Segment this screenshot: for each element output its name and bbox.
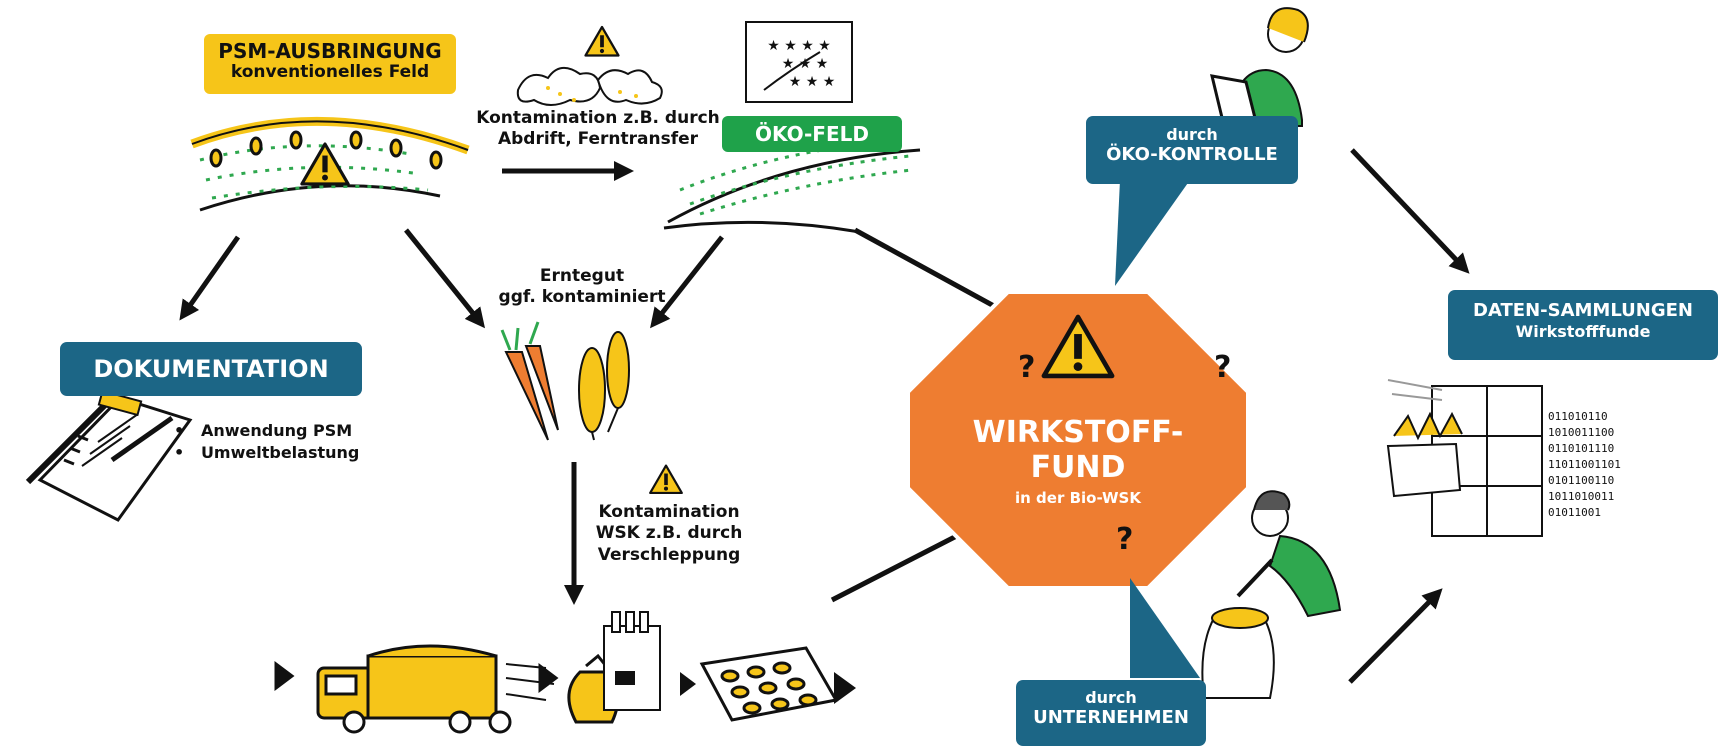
drift-caption: Kontamination z.B. durch Abdrift, Ferntr…	[468, 108, 728, 151]
daten-sammlungen-label: DATEN-SAMMLUNGEN Wirkstofffunde	[1448, 290, 1718, 360]
doc-item-1: Anwendung PSM	[200, 421, 353, 440]
svg-text:1011010011: 1011010011	[1548, 490, 1614, 503]
psm-ausbringung-label: PSM-AUSBRINGUNG konventionelles Feld	[204, 34, 456, 94]
warning-icon	[584, 25, 620, 57]
fund-line-3: in der Bio-WSK	[1015, 489, 1141, 507]
arrows	[179, 148, 1470, 684]
unternehmen-bubble-tail	[1130, 578, 1200, 678]
svg-text:011010110: 011010110	[1548, 410, 1608, 423]
harvest-caption-line-1: Erntegut	[539, 266, 625, 286]
arrow-head-icon	[834, 672, 856, 704]
truck-icon	[274, 644, 559, 734]
arrow-to-documentation	[179, 235, 241, 321]
oeko-kontrolle-line-2: ÖKO-KONTROLLE	[1106, 144, 1278, 166]
svg-text:11011001101: 11011001101	[1548, 458, 1621, 471]
eu-organic-logo: ★ ★ ★ ★ ★ ★ ★ ★ ★ ★	[745, 21, 853, 103]
daten-line-2: Wirkstofffunde	[1515, 321, 1651, 341]
psm-title: PSM-AUSBRINGUNG	[218, 39, 442, 63]
arrow-to-harvest-right	[650, 235, 724, 329]
svg-text:★ ★ ★ ★: ★ ★ ★ ★	[767, 38, 831, 54]
wsk-caption-line-1: Kontamination	[598, 502, 740, 522]
drift-caption-line-2: Abdrift, Ferntransfer	[497, 129, 699, 150]
svg-text:★ ★ ★: ★ ★ ★	[782, 56, 829, 72]
oeko-kontrolle-line-1: durch	[1166, 125, 1218, 144]
arrow-to-harvest-left	[404, 228, 486, 329]
svg-text:1010011100: 1010011100	[1548, 426, 1614, 439]
question-mark: ?	[1116, 522, 1134, 557]
carrot-wheat	[500, 321, 630, 441]
arrow-control-to-data	[1350, 148, 1470, 274]
unternehmen-line-2: UNTERNEHMEN	[1033, 707, 1189, 729]
wsk-caption-line-2: WSK z.B. durch	[595, 523, 743, 544]
svg-text:0110101110: 0110101110	[1548, 442, 1614, 455]
doc-list-item: • Umweltbelastung	[174, 443, 360, 463]
sprayer-field	[190, 116, 470, 212]
unternehmen-line-1: durch	[1085, 688, 1137, 707]
wirkstoff-fund-text: WIRKSTOFF- FUND in der Bio-WSK	[968, 415, 1188, 507]
arrow-field-to-fund	[853, 227, 1024, 322]
wsk-caption-line-3: Verschleppung	[597, 544, 741, 565]
documentation-label: DOKUMENTATION	[60, 342, 362, 396]
inspector-person	[1210, 7, 1309, 132]
svg-text:★ ★ ★: ★ ★ ★	[789, 74, 836, 90]
oeko-feld-label: ÖKO-FELD	[722, 116, 902, 152]
fund-line-1: WIRKSTOFF-	[972, 415, 1184, 450]
svg-text:0101100110: 0101100110	[1548, 474, 1614, 487]
clipboard-icon	[25, 389, 193, 522]
question-mark: ?	[1018, 350, 1036, 385]
drift-caption-line-1: Kontamination z.B. durch	[476, 108, 720, 128]
svg-text:01011001: 01011001	[1548, 506, 1601, 519]
question-mark: ?	[1214, 350, 1232, 385]
oeko-kontrolle-bubble-tail	[1115, 180, 1190, 286]
drift-cloud-icon	[516, 67, 663, 106]
oeko-kontrolle-bubble: durch ÖKO-KONTROLLE	[1086, 116, 1298, 184]
warning-icon	[300, 142, 350, 186]
doc-item-2: Umweltbelastung	[200, 443, 360, 463]
company-person	[1201, 490, 1342, 699]
psm-subtitle: konventionelles Feld	[230, 62, 430, 82]
bread-tray-icon	[699, 646, 839, 722]
data-cabinet-icon: 011010110 1010011100 0110101110 11011001…	[1386, 379, 1621, 537]
documentation-list: • Anwendung PSM • Umweltbelastung	[174, 420, 359, 465]
wsk-caption: Kontamination WSK z.B. durch Verschleppu…	[574, 502, 764, 566]
doc-list-item: • Anwendung PSM	[174, 421, 353, 440]
arrow-company-to-data	[1348, 588, 1443, 684]
arrow-head-icon	[680, 672, 696, 696]
daten-line-1: DATEN-SAMMLUNGEN	[1473, 300, 1693, 321]
unternehmen-bubble: durch UNTERNEHMEN	[1016, 680, 1206, 746]
warning-icon	[649, 464, 683, 495]
wirkstoff-fund-octagon	[906, 290, 1250, 590]
fund-line-2: FUND	[1030, 449, 1126, 485]
harvest-caption-line-2: ggf. kontaminiert	[498, 287, 666, 308]
harvest-caption: Erntegut ggf. kontaminiert	[482, 266, 682, 309]
mill-icon	[603, 611, 661, 711]
oeko-field	[663, 138, 921, 234]
